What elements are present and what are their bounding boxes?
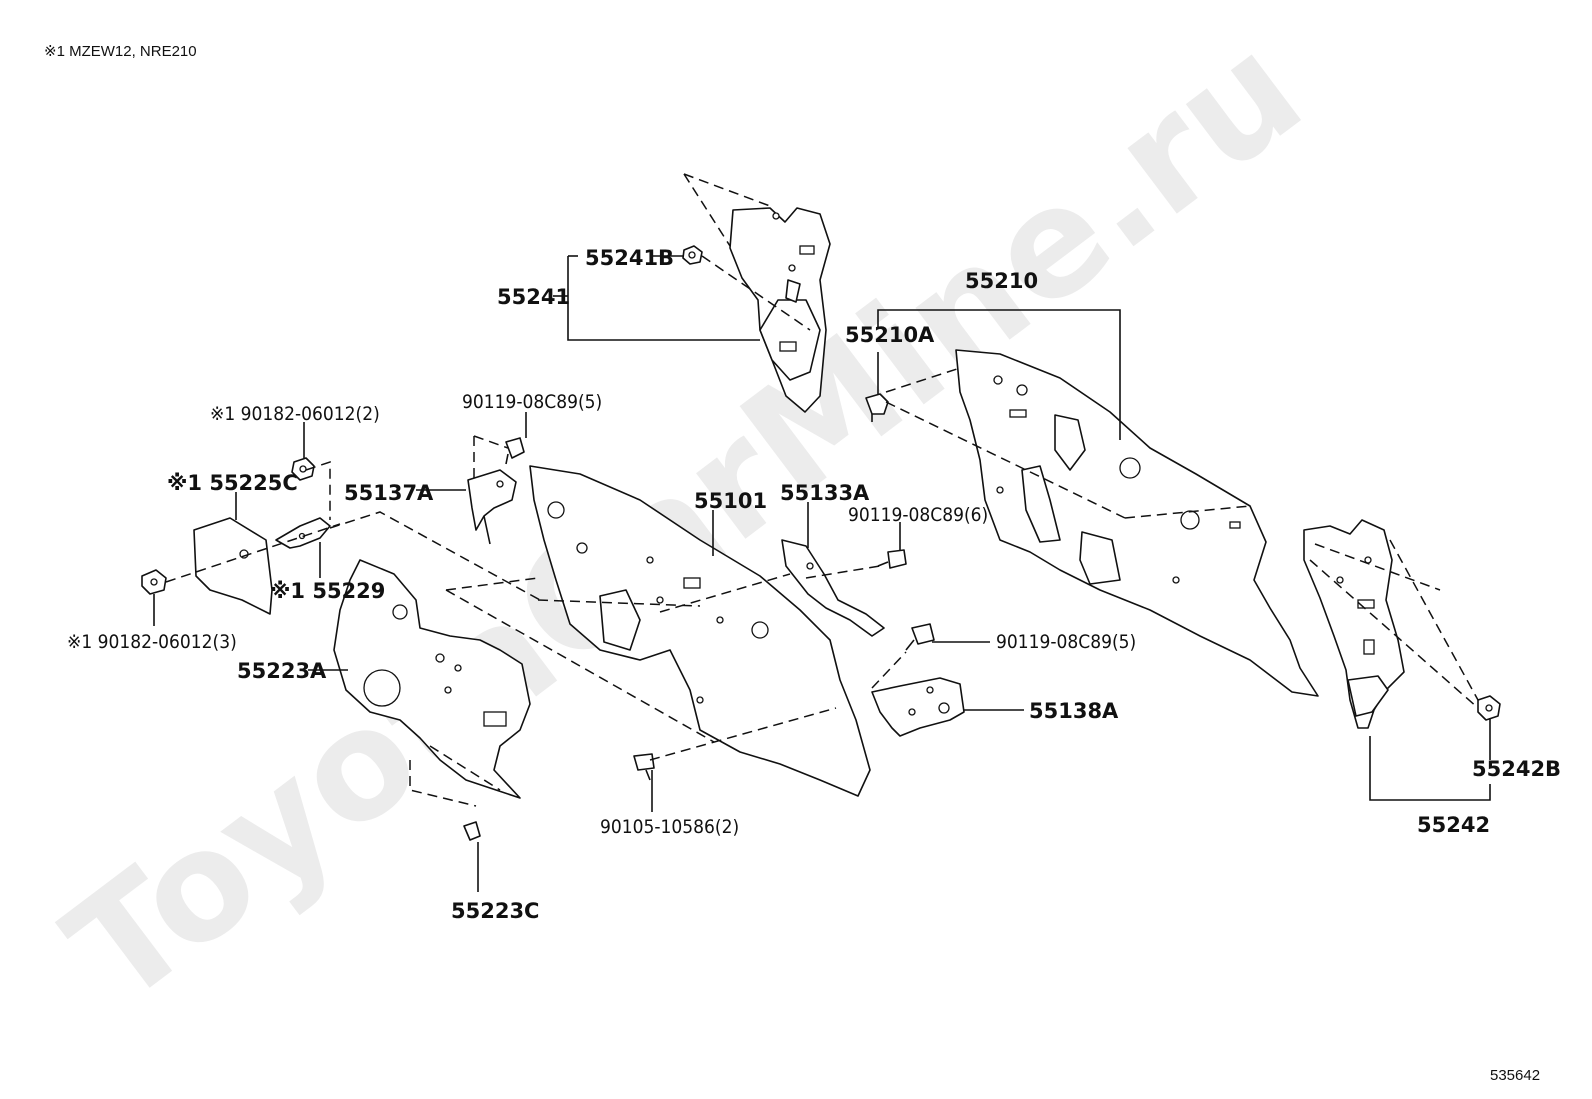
panel-55223A	[333, 559, 531, 799]
label-55101: 55101	[694, 489, 767, 513]
label-90182-06012-2: ※1 90182-06012(2)	[210, 403, 380, 425]
label-55229: ※1 55229	[270, 579, 385, 603]
bolt-90119-mid	[877, 549, 907, 569]
label-55242: 55242	[1417, 813, 1490, 837]
panel-55241	[729, 207, 831, 413]
label-55241: 55241	[497, 285, 570, 309]
model-note: ※1 MZEW12, NRE210	[44, 43, 197, 60]
label-90182-06012-3: ※1 90182-06012(3)	[67, 631, 237, 653]
label-55138A: 55138A	[1029, 699, 1119, 723]
cover-55225C	[193, 517, 273, 615]
label-55137A: 55137A	[344, 481, 434, 505]
leader-lines	[153, 255, 1491, 892]
label-55210: 55210	[965, 269, 1038, 293]
nut-90182-top	[291, 457, 315, 481]
label-55133A: 55133A	[780, 481, 870, 505]
callouts: 55241B 55241 55210 55210A ※1 90182-06012…	[67, 246, 1561, 923]
clip-55210A	[865, 393, 889, 422]
nut-90182-left	[141, 569, 167, 595]
bracket-55138A	[871, 677, 965, 737]
clip-55242B	[1477, 695, 1501, 721]
label-90119-08C89-5-top: 90119-08C89(5)	[462, 391, 602, 413]
label-90119-08C89-6: 90119-08C89(6)	[848, 504, 988, 526]
diagram-code: 535642	[1490, 1067, 1540, 1084]
bracket-55137A	[467, 469, 517, 545]
bolt-90119-top	[505, 437, 525, 465]
label-55223A: 55223A	[237, 659, 327, 683]
bracket-55133A	[781, 539, 885, 637]
label-55242B: 55242B	[1472, 757, 1561, 781]
panel-55210	[955, 349, 1319, 697]
label-90105-10586-2: 90105-10586(2)	[600, 816, 739, 838]
clip-55241B	[682, 245, 703, 265]
panel-55242	[1303, 519, 1405, 729]
label-90119-08C89-5-right: 90119-08C89(5)	[996, 631, 1136, 653]
assembly-lines	[165, 173, 1479, 807]
label-55210A: 55210A	[845, 323, 935, 347]
bolt-90105	[633, 753, 655, 781]
panel-55101	[529, 465, 871, 797]
bracket-55229	[275, 517, 331, 549]
clip-55223C	[463, 821, 481, 841]
bolt-90119-right	[905, 623, 935, 651]
label-55225C: ※1 55225C	[167, 471, 298, 495]
label-55241B: 55241B	[585, 246, 674, 270]
label-55223C: 55223C	[451, 899, 539, 923]
